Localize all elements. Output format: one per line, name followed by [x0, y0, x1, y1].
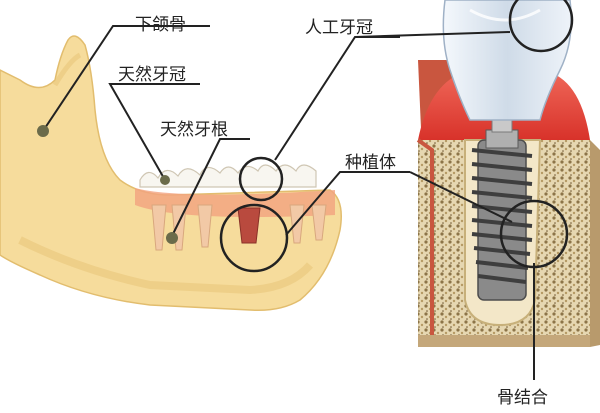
label-natural-root: 天然牙根	[160, 120, 228, 140]
callout-circle-crown-on-jaw	[238, 156, 284, 202]
callout-circle-implant-on-jaw	[219, 203, 289, 273]
label-artificial-crown: 人工牙冠	[305, 18, 373, 38]
leader-dots	[37, 125, 178, 244]
label-natural-crown: 天然牙冠	[118, 65, 186, 85]
artificial-crown-shape	[442, 0, 572, 121]
label-mandible: 下颌骨	[135, 15, 186, 35]
leader-lines	[42, 25, 535, 380]
label-osseointegration: 骨结合	[497, 388, 548, 408]
label-implant: 种植体	[345, 153, 396, 173]
callout-circle-artificial-crown	[508, 0, 574, 53]
